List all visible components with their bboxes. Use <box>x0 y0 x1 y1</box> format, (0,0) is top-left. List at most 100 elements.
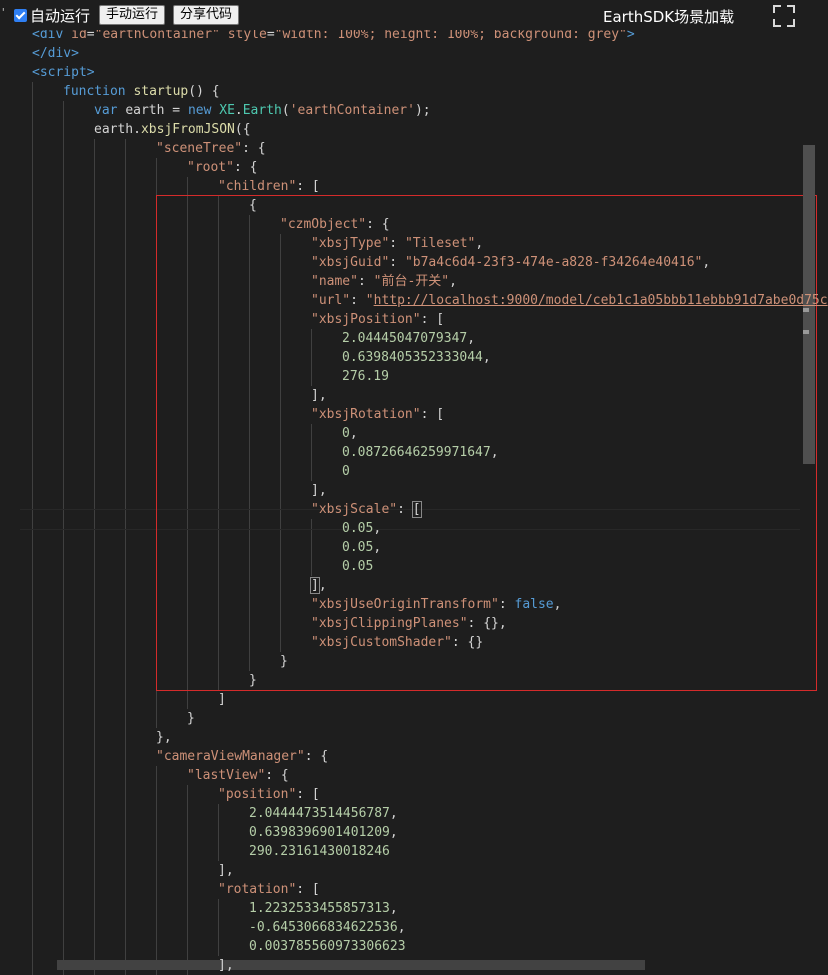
code-token: 0.08726646259971647 <box>342 444 491 460</box>
code-token: : <box>389 254 405 270</box>
code-token: "xbsjPosition" <box>311 311 421 327</box>
horizontal-scrollbar[interactable] <box>57 960 645 970</box>
code-token: : <box>389 235 405 251</box>
code-token: ], <box>311 482 327 498</box>
code-token: 0.6398396901401209 <box>249 824 390 840</box>
code-token: 1.2232533455857313 <box>249 900 390 916</box>
fullscreen-icon[interactable] <box>773 5 795 27</box>
code-line: ], <box>310 576 327 595</box>
code-token: ] <box>310 576 320 594</box>
code-line: "sceneTree": { <box>156 139 266 158</box>
indent-guide <box>311 423 312 481</box>
code-token: : <box>397 501 413 517</box>
code-token: 276.19 <box>342 368 389 384</box>
code-token: "xbsjCustomShader" <box>311 634 452 650</box>
code-line: ], <box>218 861 234 880</box>
code-token: : <box>498 596 515 612</box>
code-token: "cameraViewManager" <box>156 748 305 764</box>
code-token: : <box>357 273 374 289</box>
code-token: "width: 100%; height: 100%; background: … <box>274 26 627 42</box>
code-token: , <box>389 900 398 916</box>
code-line: "xbsjGuid": "b7a4c6d4-23f3-474e-a828-f34… <box>311 253 710 272</box>
code-token: : {} <box>451 634 484 650</box>
code-token: 2.04445047079347 <box>342 330 468 346</box>
auto-run-checkbox[interactable] <box>14 9 27 22</box>
code-token: . <box>234 102 243 118</box>
code-token: : [ <box>296 786 320 802</box>
code-token: new <box>187 102 220 118</box>
code-token: "rotation" <box>218 881 297 897</box>
code-token: : [ <box>420 311 445 327</box>
code-token: var <box>94 102 126 118</box>
indent-guide <box>280 233 281 652</box>
code-line: ], <box>218 956 234 975</box>
manual-run-button[interactable]: 手动运行 <box>99 5 166 25</box>
left-edge-mark: ' <box>0 6 7 19</box>
code-token: id <box>71 26 87 42</box>
code-line: 2.0444473514456787, <box>249 804 398 823</box>
indent-guide <box>156 765 157 975</box>
code-token: : { <box>242 140 266 156</box>
indent-guide <box>125 138 126 975</box>
scrollbar-marker <box>803 330 809 334</box>
code-token: : [ <box>296 881 320 897</box>
code-line: } <box>280 652 288 671</box>
page-title: EarthSDK场景加载 <box>603 8 735 26</box>
code-token: , <box>490 444 499 460</box>
code-token: earth. <box>94 121 141 137</box>
code-line: <div id="earthContainer" style="width: 1… <box>32 25 635 44</box>
code-line: 0.003785560973306623 <box>249 937 406 956</box>
code-token: : { <box>304 748 329 764</box>
code-token: 0.05 <box>342 539 374 555</box>
code-token: , <box>373 520 382 536</box>
indent-guide <box>187 176 188 709</box>
code-token: } <box>280 653 288 669</box>
code-line: "lastView": { <box>187 766 289 785</box>
code-line: 1.2232533455857313, <box>249 899 398 918</box>
code-line: "children": [ <box>218 177 320 196</box>
code-token: <div <box>32 26 72 42</box>
code-line: 0.05 <box>342 557 373 576</box>
code-line: { <box>249 196 257 215</box>
code-token: : <box>350 292 366 308</box>
code-token: 0.003785560973306623 <box>249 938 406 954</box>
share-code-button[interactable]: 分享代码 <box>173 5 240 25</box>
code-line: ], <box>311 481 327 500</box>
code-token: ({ <box>234 121 251 137</box>
code-token: ); <box>414 102 431 118</box>
code-token: () { <box>188 83 220 99</box>
code-token: "children" <box>218 178 297 194</box>
vertical-scrollbar[interactable] <box>803 145 815 464</box>
code-line: "xbsjClippingPlanes": {}, <box>311 614 507 633</box>
code-token: : { <box>233 159 258 175</box>
indent-guide <box>249 214 250 671</box>
code-token: } <box>249 672 257 688</box>
indent-guide <box>187 784 188 975</box>
scrollbar-marker <box>803 308 809 312</box>
code-token: 0.6398405352333044 <box>342 349 483 365</box>
code-token: -0.6453066834622536 <box>249 919 398 935</box>
code-line: "czmObject": { <box>280 215 390 234</box>
code-line: 0 <box>342 462 350 481</box>
code-line: </div> <box>32 44 79 63</box>
toolbar: ' 自动运行 手动运行 分享代码 EarthSDK场景加载 <box>0 0 818 30</box>
code-line: "xbsjPosition": [ <box>311 310 444 329</box>
code-token: : { <box>265 767 289 783</box>
indent-guide <box>218 803 219 861</box>
code-line: 290.23161430018246 <box>249 842 390 861</box>
indent-guide <box>32 81 33 975</box>
code-token: "lastView" <box>187 767 266 783</box>
code-line: "rotation": [ <box>218 880 320 899</box>
code-token: 0.05 <box>342 520 374 536</box>
indent-guide <box>218 195 219 690</box>
code-token: ], <box>218 957 234 973</box>
code-token: 2.0444473514456787 <box>249 805 390 821</box>
code-line: -0.6453066834622536, <box>249 918 406 937</box>
code-token: ], <box>218 862 234 878</box>
code-line: } <box>249 671 257 690</box>
code-token: , <box>475 235 484 251</box>
code-token: 290.23161430018246 <box>249 843 390 859</box>
code-token: 0 <box>342 463 350 479</box>
indent-guide <box>311 328 312 386</box>
